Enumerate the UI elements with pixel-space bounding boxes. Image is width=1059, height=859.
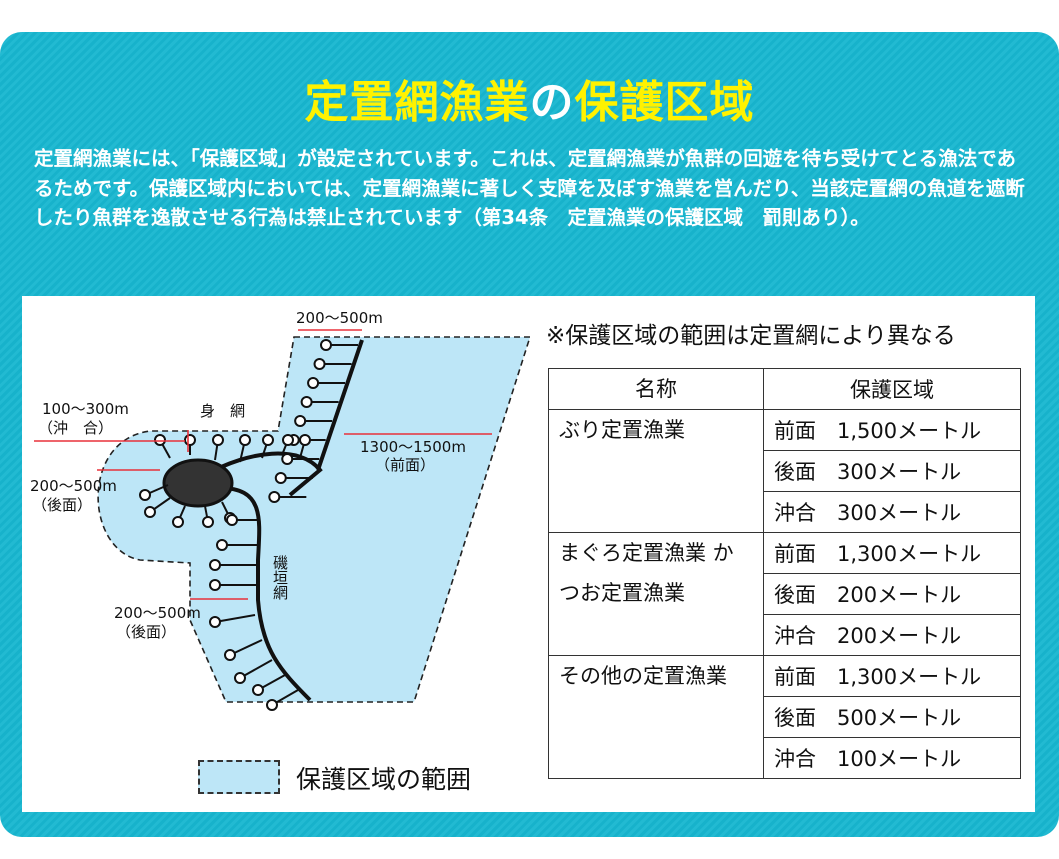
title-part3: 保護区域: [574, 77, 755, 128]
table-row: ぶり定置漁業前面 1,500メートル: [548, 409, 1021, 533]
buoy-icon: [274, 472, 287, 484]
buoy-icon: [216, 539, 228, 551]
buoys: [139, 339, 358, 711]
legend-label: 保護区域の範囲: [296, 765, 472, 794]
table-row: まぐろ定置漁業 かつお定置漁業前面 1,300メートル: [548, 532, 1021, 656]
range-note: ※保護区域の範囲は定置網により異なる: [546, 323, 956, 349]
protection-area: [97, 336, 532, 703]
label-offshore-sub: （沖 合）: [38, 419, 113, 437]
buoy-icon: [212, 434, 224, 446]
buoy-icon: [202, 516, 214, 528]
label-rear2-sub: （後面）: [116, 623, 176, 641]
table-row: 後面 200メートル: [549, 573, 1021, 615]
label-rear2: 200～500m: [114, 604, 201, 622]
label-rear1-sub: （後面）: [32, 496, 92, 514]
buoy-icon: [266, 699, 278, 711]
buoy-icon: [281, 453, 294, 465]
buoy-icon: [172, 516, 184, 528]
label-rear1: 200～500m: [30, 477, 117, 495]
label-offshore: 100～300m: [42, 400, 129, 418]
buoy-icon: [234, 672, 246, 684]
buoy-icon: [139, 489, 151, 501]
protection-table: 名称 保護区域 ぶり定置漁業前面 1,500メートル 後面 300メートル 沖合…: [548, 368, 1021, 779]
buoy-icon: [268, 491, 281, 503]
table-cell: 後面 300メートル: [763, 450, 1021, 492]
label-front: 1300～1500m: [360, 438, 466, 456]
buoy-line: [214, 614, 256, 623]
buoy-icon: [224, 649, 236, 661]
buoy-icon: [300, 396, 313, 408]
intro-text: 定置網漁業には、「保護区域」が設定されています。これは、定置網漁業が魚群の回遊を…: [34, 147, 1025, 229]
measure-arrows: [34, 329, 492, 600]
buoy-icon: [144, 506, 156, 518]
legend-swatch: [198, 760, 280, 794]
table-cell: 沖合 100メートル: [763, 737, 1021, 779]
buoy-icon: [294, 415, 307, 427]
buoy-icon: [184, 434, 196, 446]
group-name: ぶり定置漁業: [548, 409, 764, 533]
table-row: 沖合 300メートル: [549, 491, 1021, 533]
buoy-icon: [209, 616, 221, 628]
group-name: まぐろ定置漁業 かつお定置漁業: [548, 532, 764, 656]
buoy-icon: [209, 559, 221, 571]
group-name: その他の定置漁業: [548, 655, 764, 779]
buoy-icon: [154, 434, 166, 446]
buoy-icon: [320, 339, 332, 351]
table-cell: 沖合 300メートル: [763, 491, 1021, 533]
table-cell: 前面 1,300メートル: [763, 532, 1021, 574]
title-part1: 定置網漁業: [304, 77, 530, 128]
table-cell: 後面 500メートル: [763, 696, 1021, 738]
table-header-row: 名称 保護区域: [548, 368, 1021, 410]
table-row: 沖合 100メートル: [549, 737, 1021, 779]
buoy-line: [239, 659, 273, 679]
table-cell: 後面 200メートル: [763, 573, 1021, 615]
buoy-icon: [252, 684, 264, 696]
title-part2: の: [529, 77, 575, 128]
buoy-icon: [209, 579, 221, 591]
buoy-icon: [282, 434, 294, 446]
label-front-sub: （前面）: [375, 456, 435, 474]
table-row: その他の定置漁業前面 1,300メートル: [548, 655, 1021, 779]
buoy-icon: [239, 434, 251, 446]
table-cell: 沖合 200メートル: [763, 614, 1021, 656]
header-area: 保護区域: [763, 368, 1021, 410]
buoy-icon: [313, 358, 326, 370]
label-body-net: 身 網: [200, 402, 245, 420]
buoy-icon: [226, 514, 238, 526]
buoy-icon: [307, 377, 320, 389]
table-row: 後面 300メートル: [549, 450, 1021, 492]
body-net: [162, 458, 234, 508]
table-row: 後面 500メートル: [549, 696, 1021, 738]
page-title: 定置網漁業の保護区域: [0, 66, 1059, 130]
label-leader-net: 磯垣網: [271, 555, 289, 601]
table-cell: 前面 1,500メートル: [763, 409, 1021, 451]
label-top-width: 200～500m: [296, 309, 383, 327]
buoy-icon: [299, 434, 311, 446]
table-cell: 前面 1,300メートル: [763, 655, 1021, 697]
buoy-icon: [262, 434, 274, 446]
header-name: 名称: [548, 368, 764, 410]
